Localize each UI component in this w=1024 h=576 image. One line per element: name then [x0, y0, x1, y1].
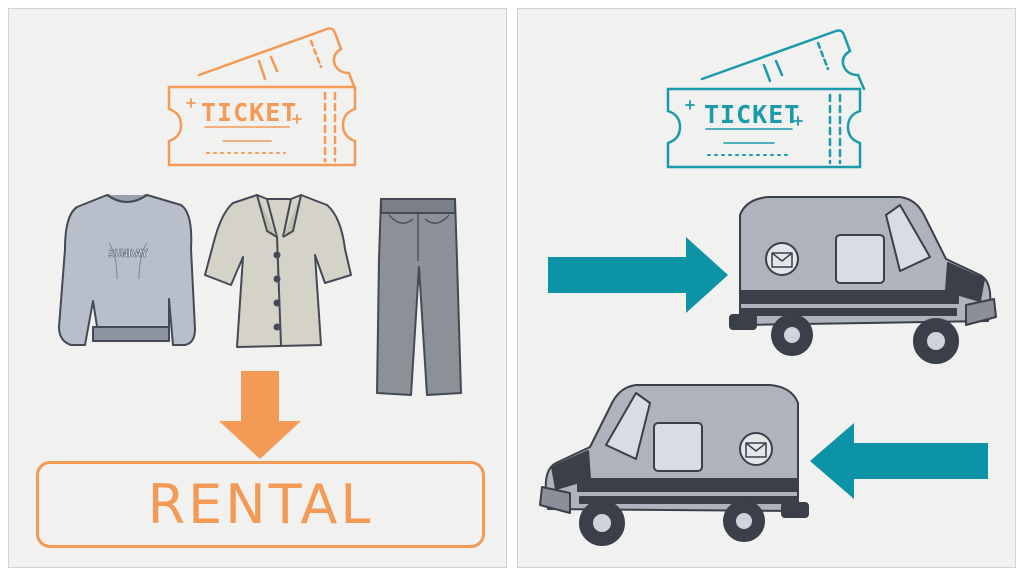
down-arrow [219, 371, 301, 459]
ticket-icon [167, 27, 357, 167]
rental-box: RENTAL [36, 461, 485, 548]
right-panel: TICKET [517, 8, 1016, 568]
left-panel-illustration: TICKET SUNDAY [58, 27, 462, 459]
right-ticket-label: TICKET [704, 100, 800, 129]
ticket-icon [666, 29, 866, 169]
rental-label: RENTAL [147, 473, 374, 536]
mail-van-returning [539, 384, 809, 546]
mail-van-outgoing [729, 196, 997, 364]
left-arrow [810, 423, 988, 499]
right-panel-illustration: TICKET [539, 29, 997, 546]
shirt [204, 194, 352, 348]
left-panel: TICKET SUNDAY RENTAL [8, 8, 507, 568]
sweatshirt-print: SUNDAY [108, 247, 148, 260]
left-ticket-label: TICKET [201, 98, 297, 127]
right-arrow [548, 237, 728, 313]
sweatshirt [58, 194, 196, 346]
pants [376, 198, 462, 396]
